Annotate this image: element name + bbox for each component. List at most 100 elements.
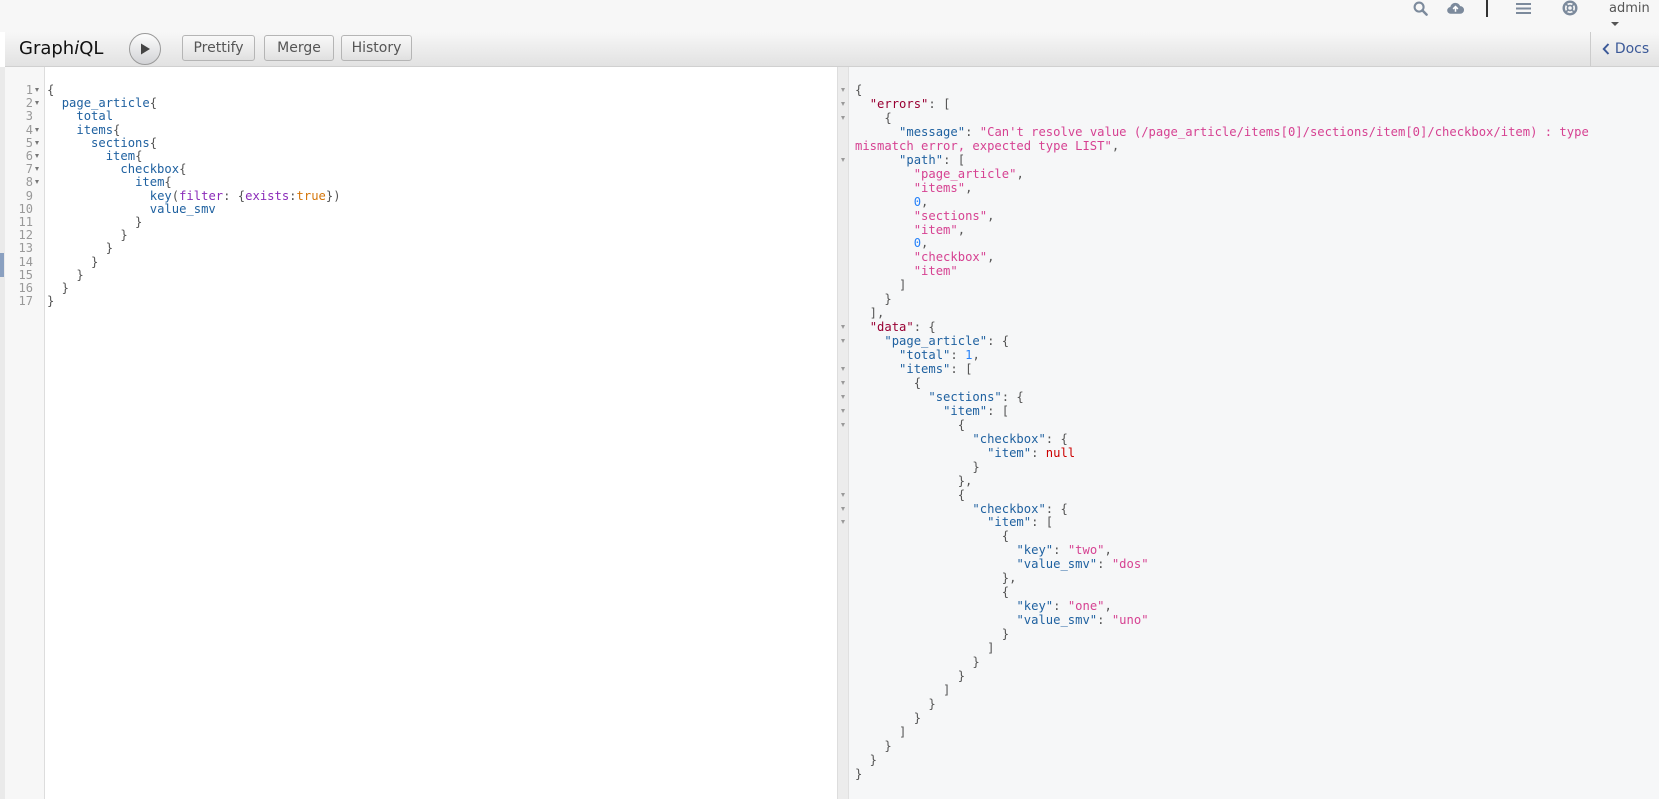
query-editor[interactable]: { page_article{ total items{ sections{ i…: [45, 67, 837, 799]
lifebuoy-icon[interactable]: [1561, 0, 1579, 16]
merge-button[interactable]: Merge: [264, 35, 334, 61]
history-label: History: [351, 40, 402, 56]
prettify-label: Prettify: [193, 40, 244, 56]
query-token: }: [47, 254, 99, 269]
title-italic: i: [74, 38, 80, 59]
fold-arrow-icon[interactable]: [841, 492, 845, 497]
line-number: 9: [25, 188, 33, 203]
fold-arrow-icon[interactable]: [35, 167, 39, 172]
response-line: "total": 1,: [855, 348, 980, 362]
panel-divider[interactable]: [837, 67, 849, 799]
cloud-upload-icon[interactable]: [1445, 0, 1465, 16]
response-token: [855, 97, 870, 111]
menu-icon[interactable]: [1515, 0, 1531, 16]
response-line: }: [855, 697, 935, 711]
response-line: "item": [855, 264, 958, 278]
search-icon[interactable]: [1412, 0, 1428, 16]
response-token: : [: [943, 152, 966, 167]
response-token: "item": [943, 403, 988, 418]
response-token: "item": [987, 445, 1032, 460]
query-line: value_smv: [47, 202, 216, 216]
query-token: sections: [91, 135, 150, 150]
chevron-down-icon: [1611, 21, 1619, 26]
query-token: [47, 96, 62, 110]
response-token: [855, 264, 914, 278]
response-token: },: [855, 571, 1017, 586]
fold-arrow-icon[interactable]: [841, 157, 845, 162]
fold-arrow-icon[interactable]: [841, 88, 845, 92]
fold-arrow-icon[interactable]: [841, 408, 845, 413]
response-token: :: [950, 348, 966, 363]
query-token: [47, 162, 120, 176]
response-token: }: [855, 738, 892, 753]
docs-button[interactable]: Docs: [1590, 32, 1659, 66]
response-token: },: [855, 473, 973, 488]
query-token: }: [47, 241, 114, 256]
response-line: 0,: [855, 236, 929, 251]
response-token: null: [1045, 445, 1076, 460]
response-token: "two": [1067, 543, 1105, 558]
top-bar-separator: [1486, 0, 1488, 17]
title-suffix: QL: [79, 38, 104, 59]
fold-arrow-icon[interactable]: [841, 101, 845, 106]
response-token: [855, 167, 914, 181]
prettify-button[interactable]: Prettify: [182, 35, 255, 61]
response-token: "errors": [869, 96, 929, 111]
fold-arrow-icon[interactable]: [841, 380, 845, 385]
response-line: {: [855, 529, 1009, 543]
fold-arrow-icon[interactable]: [35, 140, 39, 145]
response-line: "sections": {: [855, 389, 1024, 404]
fold-arrow-icon[interactable]: [841, 520, 845, 525]
fold-arrow-icon[interactable]: [35, 154, 39, 158]
fold-arrow-icon[interactable]: [841, 339, 845, 344]
response-token: ,: [987, 208, 995, 223]
response-token: "data": [869, 320, 914, 335]
response-line: "item": null: [855, 446, 1075, 460]
fold-arrow-icon[interactable]: [841, 422, 845, 427]
response-token: "uno": [1111, 613, 1149, 628]
query-token: page_article: [61, 96, 150, 111]
response-token: ,: [1104, 599, 1112, 614]
response-line: {: [855, 83, 862, 97]
response-token: {: [855, 110, 892, 125]
user-name: admin: [1609, 1, 1650, 16]
response-token: [855, 209, 914, 223]
response-token: "one": [1067, 599, 1105, 614]
execute-query-button[interactable]: [129, 33, 161, 65]
response-token: : {: [1045, 501, 1068, 516]
query-token: {: [164, 175, 172, 190]
response-line: }: [855, 711, 921, 725]
response-token: {: [855, 375, 922, 390]
response-line: }: [855, 767, 862, 781]
fold-arrow-icon[interactable]: [35, 101, 39, 106]
response-token: 0: [913, 236, 922, 251]
fold-arrow-icon[interactable]: [35, 88, 39, 92]
response-token: }: [855, 459, 980, 474]
response-line: "checkbox": {: [855, 432, 1067, 446]
response-token: : {: [987, 334, 1010, 349]
query-token: key: [149, 188, 172, 203]
fold-arrow-icon[interactable]: [841, 367, 845, 371]
response-token: [855, 404, 943, 418]
response-token: }: [855, 710, 922, 725]
user-menu[interactable]: admin: [1609, 1, 1659, 31]
response-line: ]: [855, 278, 906, 292]
fold-arrow-icon[interactable]: [841, 506, 845, 511]
fold-arrow-icon[interactable]: [35, 180, 39, 185]
query-token: }): [325, 188, 341, 203]
active-line-marker: [0, 253, 4, 277]
response-token: }: [855, 752, 878, 767]
response-line: }: [855, 627, 1009, 641]
query-token: (: [171, 188, 180, 203]
fold-arrow-icon[interactable]: [841, 394, 845, 399]
fold-arrow-icon[interactable]: [841, 325, 845, 330]
history-button[interactable]: History: [341, 35, 412, 61]
response-line: }: [855, 655, 979, 669]
fold-arrow-icon[interactable]: [841, 115, 845, 120]
response-token: : {: [1001, 389, 1024, 404]
query-line: }: [47, 281, 69, 295]
result-viewer[interactable]: { "errors": [ { "message": "Can't resolv…: [849, 67, 1659, 799]
response-line: ]: [855, 725, 906, 739]
fold-arrow-icon[interactable]: [35, 127, 39, 132]
response-token: :: [1097, 557, 1112, 572]
